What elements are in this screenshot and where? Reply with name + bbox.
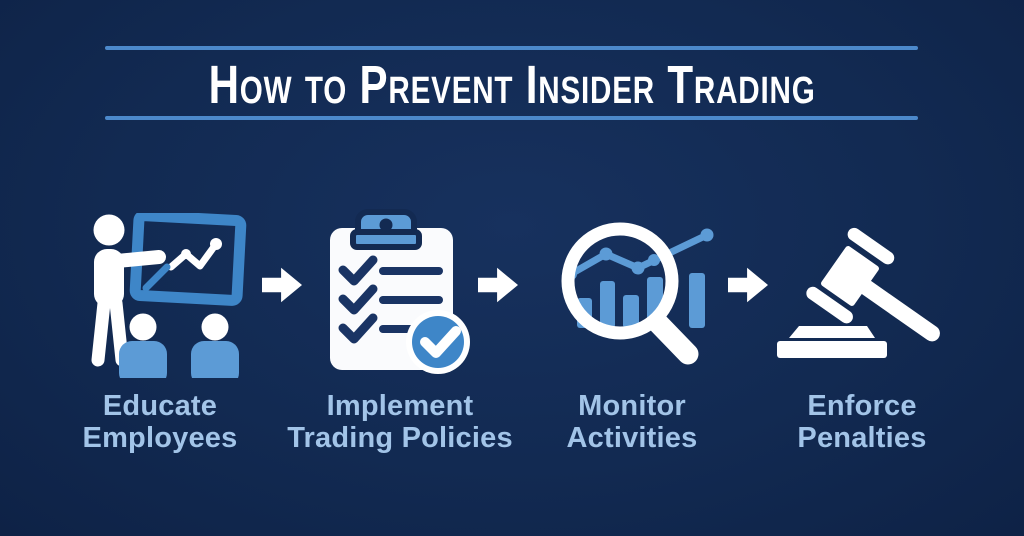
check-mark [338,313,378,344]
step-icon-box [40,202,280,378]
magnifier-bar-chart-icon [561,222,714,365]
step-label-line1: Educate [102,390,218,422]
audience-head [201,313,228,341]
presenter-chart-board-icon [91,213,246,378]
step-educate-employees: Educate Employees [40,202,280,454]
gavel-handle [857,279,940,342]
trend-dot [631,261,645,275]
approval-check [420,326,461,358]
trend-dot [180,249,191,259]
step-label: Enforce Penalties [742,390,982,454]
presenter-arm [109,250,166,268]
board-trend-line [167,240,219,271]
chart-bar-outside [689,273,705,328]
step-label-line2: Employees [82,422,238,454]
gavel-icon [776,227,940,358]
trend-dot [700,228,714,242]
audience-body [190,341,239,378]
trend-dot [209,238,222,250]
step-monitor-activities: Monitor Activities [512,202,752,454]
flow-arrow-icon [728,267,768,303]
step-label-line1: Implement [326,390,474,422]
step-label-line2: Trading Policies [287,422,513,454]
pointer-stick [142,263,170,292]
gavel-base [776,341,887,358]
trend-dot [599,247,613,261]
chart-bar [600,281,615,328]
title-rule-top [105,46,918,50]
step-label: Implement Trading Policies [280,390,520,454]
step-icon-box [742,202,982,378]
magnifier-handle [648,313,699,365]
step-label-line1: Monitor [578,390,686,422]
clipboard-checklist-icon [330,209,470,374]
approval-circle [412,316,464,368]
page-title: How to Prevent Insider Trading [0,56,1024,114]
check-mark [338,284,378,315]
chart-bar [623,295,639,328]
presenter-leg [91,296,110,367]
audience-body [118,341,167,378]
title-rule-bottom [105,116,918,120]
step-enforce-penalties: Enforce Penalties [742,202,982,454]
page-title-text: How to Prevent Insider Trading [208,55,816,115]
check-mark [338,255,378,286]
step-label-line1: Enforce [807,390,917,422]
gavel-head [805,227,940,342]
clip-hole [379,218,393,232]
step-label: Educate Employees [40,390,280,454]
trend-dot [648,254,660,266]
audience-head [129,313,156,341]
gavel-base-plate [788,326,875,338]
step-label-line2: Penalties [797,422,927,454]
step-implement-trading-policies: Implement Trading Policies [280,202,520,454]
magnifier-lens [561,222,679,340]
trend-line [567,231,711,278]
flow-arrow-icon [478,267,518,303]
clipboard-clip-tab [350,229,422,250]
flow-arrow-icon [262,267,302,303]
step-icon-box [280,202,520,378]
step-icon-box [512,202,752,378]
step-label: Monitor Activities [512,390,752,454]
step-label-line2: Activities [566,422,698,454]
presenter-head [93,214,124,246]
